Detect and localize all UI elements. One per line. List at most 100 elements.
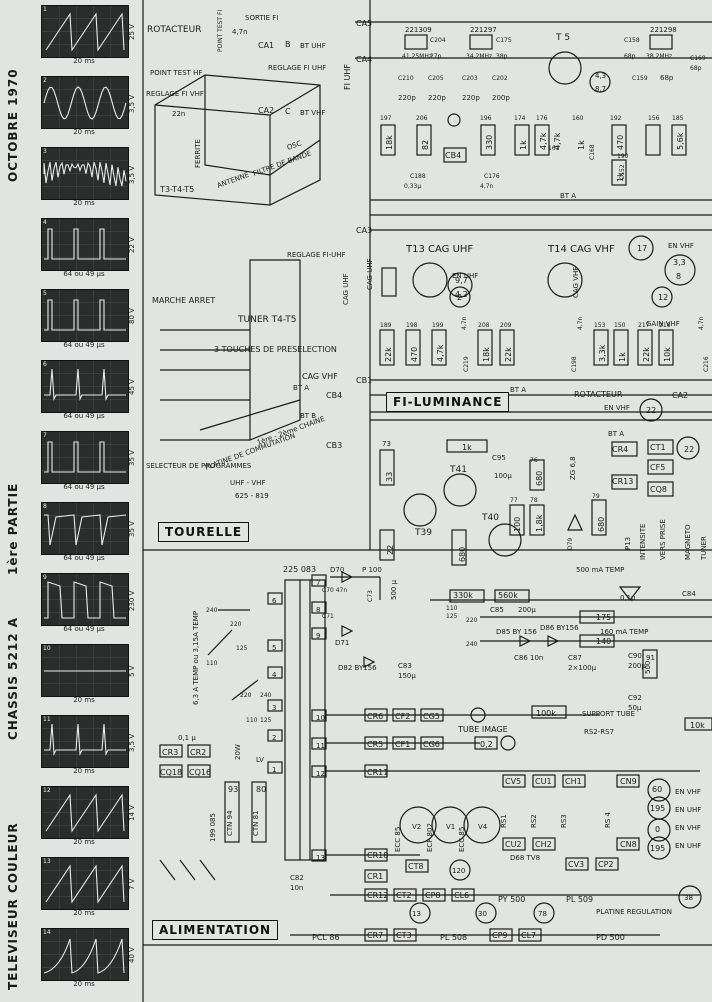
section-fi-luminance: FI-LUMINANCE: [386, 392, 510, 412]
schematic-label: 30: [478, 910, 487, 918]
schematic-label: 174: [514, 115, 526, 122]
schematic-label: 150: [614, 322, 626, 329]
schematic-label: 220p: [398, 94, 416, 102]
schematic-label: CL7: [521, 931, 536, 940]
waveform: [42, 787, 128, 838]
schematic-label: CR18: [367, 851, 388, 860]
schematic-label: CB4: [445, 151, 461, 160]
schematic-label: 0: [655, 825, 660, 834]
schematic-label: 220: [230, 621, 242, 628]
schematic-label: D70: [330, 566, 344, 574]
oscillogram-timebase: 20 ms: [73, 57, 95, 65]
schematic-label: 0,33µ: [404, 183, 421, 190]
oscillogram-timebase: 20 ms: [73, 909, 95, 917]
schematic-label: 125: [446, 613, 458, 620]
schematic-label: CA1: [258, 41, 274, 50]
schematic-label: 9: [316, 632, 320, 640]
schematic-label: C82: [290, 874, 304, 882]
section-tourelle: TOURELLE: [158, 522, 250, 542]
schematic-label: 2: [272, 734, 276, 742]
schematic-label: 110: [206, 660, 218, 667]
schematic-label: 4,7k: [436, 344, 445, 362]
schematic-label: 1k: [462, 443, 472, 452]
schematic-label: C90: [628, 652, 642, 660]
schematic-label: POINT TEST FI: [217, 10, 224, 52]
schematic-label: 17: [637, 244, 647, 253]
schematic-label: 13: [316, 854, 325, 862]
schematic-label: EN UHF: [452, 272, 478, 280]
schematic-label: 0,2: [480, 740, 493, 749]
schematic-label: CR4: [612, 445, 628, 454]
schematic-label: 680: [597, 517, 606, 532]
oscillogram-screen: 3: [41, 147, 129, 200]
schematic-label: 240: [206, 607, 218, 614]
schematic-label: 217: [638, 322, 650, 329]
schematic-label: P 100: [362, 566, 382, 574]
schematic-label: CP9: [492, 931, 508, 940]
schematic-label: C92: [628, 694, 642, 702]
schematic-label: EN VHF: [668, 242, 694, 250]
schematic-label: C84: [682, 590, 696, 598]
schematic-label: C159: [632, 75, 648, 82]
schematic-label: 560k: [498, 591, 518, 600]
schematic-label: 153: [594, 322, 606, 329]
schematic-label: TUNER T4-T5: [237, 315, 297, 325]
waveform: [42, 645, 128, 696]
schematic-label: 100µ: [494, 472, 512, 480]
schematic-label: C169: [690, 55, 706, 62]
schematic-label: 200µ: [628, 662, 646, 670]
schematic-label: 22: [646, 406, 656, 415]
schematic-label: EN UHF: [675, 806, 701, 814]
schematic-label: CN9: [620, 777, 637, 786]
schematic-label: RS2: [530, 814, 538, 828]
schematic-label: 330: [485, 135, 494, 150]
schematic-label: 22k: [384, 347, 393, 362]
oscillogram-timebase: 20 ms: [73, 767, 95, 775]
schematic-label: 206: [416, 115, 428, 122]
schematic-label: 176: [536, 115, 548, 122]
schematic-label: D79: [567, 538, 574, 550]
schematic-label: V1: [446, 823, 455, 831]
schematic-label: C216: [703, 356, 710, 372]
oscillogram-number: 14: [43, 929, 51, 936]
schematic-label: 4,7k: [539, 132, 548, 150]
schematic-label: CA5: [356, 19, 372, 28]
oscillogram-timebase: 64 ou 49 µs: [63, 270, 105, 278]
oscillogram-screen: 11: [41, 715, 129, 768]
schematic-label: C85: [490, 606, 504, 614]
schematic-label: 50µ: [628, 704, 642, 712]
waveform: [42, 716, 128, 767]
schematic-label: 198: [406, 322, 418, 329]
schematic-label: CH1: [565, 777, 582, 786]
schematic-label: CT8: [408, 862, 424, 871]
schematic-label: CQ16: [189, 768, 211, 777]
schematic-label: EN VHF: [675, 824, 701, 832]
schematic-label: CV3: [568, 860, 584, 869]
schematic-label: PY 500: [498, 895, 525, 904]
schematic-label: 500 mA TEMP: [576, 566, 624, 574]
schematic-label: 0,1µ: [620, 594, 636, 602]
schematic-label: 93: [228, 785, 238, 794]
schematic-label: 3,3k: [598, 344, 607, 362]
schematic-label: INTENSITE: [639, 524, 647, 560]
schematic-label: V4: [478, 823, 488, 831]
oscillogram-number: 13: [43, 858, 51, 865]
schematic-label: 22k: [642, 347, 651, 362]
schematic-label: T39: [414, 528, 432, 538]
schematic-label: 500 µ: [390, 579, 398, 600]
schematic-label: CA4: [356, 55, 372, 64]
schematic-label: ECF 802: [426, 823, 434, 852]
schematic-label: 199: [432, 322, 444, 329]
schematic-label: CTN 81: [252, 810, 260, 836]
schematic-label: C87: [568, 654, 582, 662]
schematic-label: CR1: [367, 872, 383, 881]
schematic-label: MARCHE ARRET: [152, 296, 215, 305]
schematic-label: 330k: [453, 591, 473, 600]
waveform: [42, 574, 128, 625]
schematic-label: 220p: [462, 94, 480, 102]
